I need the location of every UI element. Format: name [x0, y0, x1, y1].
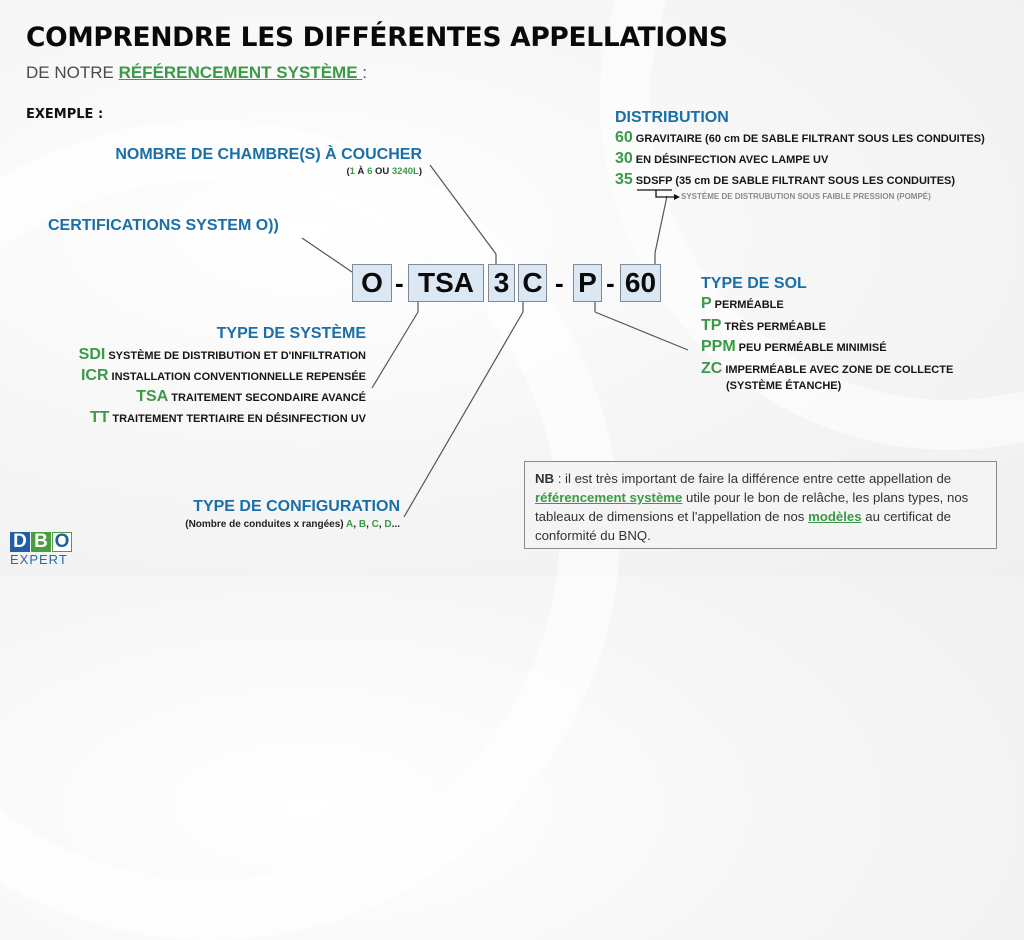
item-label: TRAITEMENT TERTIAIRE EN DÉSINFECTION UV	[112, 413, 366, 425]
logo-letter-d: D	[10, 531, 30, 552]
item-code: PPM	[701, 338, 736, 355]
configuration-heading: TYPE DE CONFIGURATION	[193, 498, 400, 515]
item-label: TRAITEMENT SECONDAIRE AVANCÉ	[171, 392, 366, 404]
certifications-heading: CERTIFICATIONS SYSTEM O))	[48, 217, 279, 234]
code-part-system-type: TSA	[408, 264, 484, 302]
item-code: SDI	[78, 346, 106, 363]
configuration-desc-text: (Nombre de conduites x rangées)	[185, 519, 347, 530]
system-type-heading: TYPE DE SYSTÈME	[216, 325, 366, 342]
item-label: INSTALLATION CONVENTIONNELLE REPENSÉE	[111, 371, 366, 383]
code-part-soil: P	[573, 264, 602, 302]
note-nb: NB	[535, 471, 555, 486]
item-label: IMPERMÉABLE AVEC ZONE DE COLLECTE	[725, 363, 954, 376]
subtitle-prefix: DE NOTRE	[26, 63, 119, 82]
code-part-distribution: 60	[620, 264, 661, 302]
note-text: : il est très important de faire la diff…	[554, 471, 952, 486]
paren-close: )	[418, 166, 422, 177]
note-text: au certificat de conformité du BNQ.	[535, 509, 952, 543]
to-word: À	[354, 166, 368, 177]
item-code: TT	[89, 409, 110, 426]
logo-word: EXPERT	[10, 552, 68, 567]
configuration-section: TYPE DE CONFIGURATION (Nombre de conduit…	[110, 498, 400, 530]
item-label: GRAVITAIRE (60 cm DE SABLE FILTRANT SOUS…	[635, 133, 985, 145]
connector-lines	[301, 164, 689, 518]
sep: ,	[366, 519, 372, 530]
soil-type-continuation: (SYSTÈME ÉTANCHE)	[726, 380, 842, 392]
item-code: ZC	[701, 359, 723, 377]
page-subtitle: DE NOTRE RÉFÉRENCEMENT SYSTÈME :	[26, 63, 367, 83]
code-separator: -	[606, 267, 615, 298]
code-part-configuration: C	[518, 264, 547, 302]
logo-letters: D B O	[10, 531, 72, 552]
logo-letter-o: O	[52, 531, 72, 552]
sep: ,	[378, 519, 385, 530]
config-letter: B	[358, 519, 367, 530]
item-code: TP	[701, 316, 722, 334]
example-label: EXEMPLE :	[26, 107, 104, 122]
code-separator: -	[395, 267, 404, 298]
bedrooms-max: 6	[367, 166, 373, 177]
item-code: ICR	[80, 367, 109, 384]
item-label: SYSTÈME DE DISTRIBUTION ET D'INFILTRATIO…	[108, 350, 366, 362]
item-label: EN DÉSINFECTION AVEC LAMPE UV	[635, 154, 829, 166]
dbo-expert-logo: D B O EXPERT	[10, 531, 72, 567]
item-code: P	[701, 295, 712, 312]
item-code: 60	[615, 129, 633, 146]
logo-letter-b: B	[31, 531, 51, 552]
item-code: TSA	[136, 388, 169, 405]
code-part-bedrooms: 3	[488, 264, 515, 302]
ellipsis: ...	[391, 519, 400, 530]
item-code: 35	[615, 171, 633, 188]
item-label: PEU PERMÉABLE MINIMISÉ	[738, 342, 887, 354]
page-title: COMPRENDRE LES DIFFÉRENTES APPELLATIONS	[26, 22, 728, 53]
distribution-footnote: SYSTÈME DE DISTRUBUTION SOUS FAIBLE PRES…	[681, 192, 931, 201]
subtitle-suffix: :	[362, 63, 367, 82]
bedrooms-volume: 3240L	[391, 166, 419, 177]
item-abbr: SDSFP	[635, 175, 673, 187]
note-text: utile pour le bon de relâche, les plans …	[535, 490, 969, 524]
subtitle-highlight: RÉFÉRENCEMENT SYSTÈME	[118, 63, 363, 82]
config-letter: C	[371, 519, 379, 530]
or-word: OU	[372, 166, 392, 177]
bedrooms-section: NOMBRE DE CHAMBRE(S) À COUCHER (1 À 6 OU…	[95, 146, 422, 177]
note-box: NB : il est très important de faire la d…	[524, 461, 997, 549]
paren-open: (	[346, 166, 350, 177]
item-code: 30	[615, 150, 633, 167]
config-letter: A	[346, 519, 354, 530]
distribution-heading: DISTRIBUTION	[615, 109, 729, 126]
item-label: TRÈS PERMÉABLE	[724, 320, 826, 333]
sep: ,	[353, 519, 359, 530]
code-part-certification: O	[352, 264, 392, 302]
item-label: (35 cm DE SABLE FILTRANT SOUS LES CONDUI…	[672, 175, 956, 187]
note-link-referencement[interactable]: référencement système	[535, 490, 683, 505]
soil-type-heading: TYPE DE SOL	[701, 275, 807, 292]
configuration-desc: (Nombre de conduites x rangées) A, B, C,…	[110, 519, 400, 530]
note-link-modeles[interactable]: modèles	[808, 509, 862, 524]
bedrooms-heading: NOMBRE DE CHAMBRE(S) À COUCHER	[115, 146, 422, 163]
item-label: PERMÉABLE	[714, 299, 784, 311]
bedrooms-range: (1 À 6 OU 3240L)	[95, 166, 422, 177]
config-letter: D	[384, 519, 392, 530]
code-separator: -	[555, 267, 564, 298]
bedrooms-min: 1	[349, 166, 355, 177]
